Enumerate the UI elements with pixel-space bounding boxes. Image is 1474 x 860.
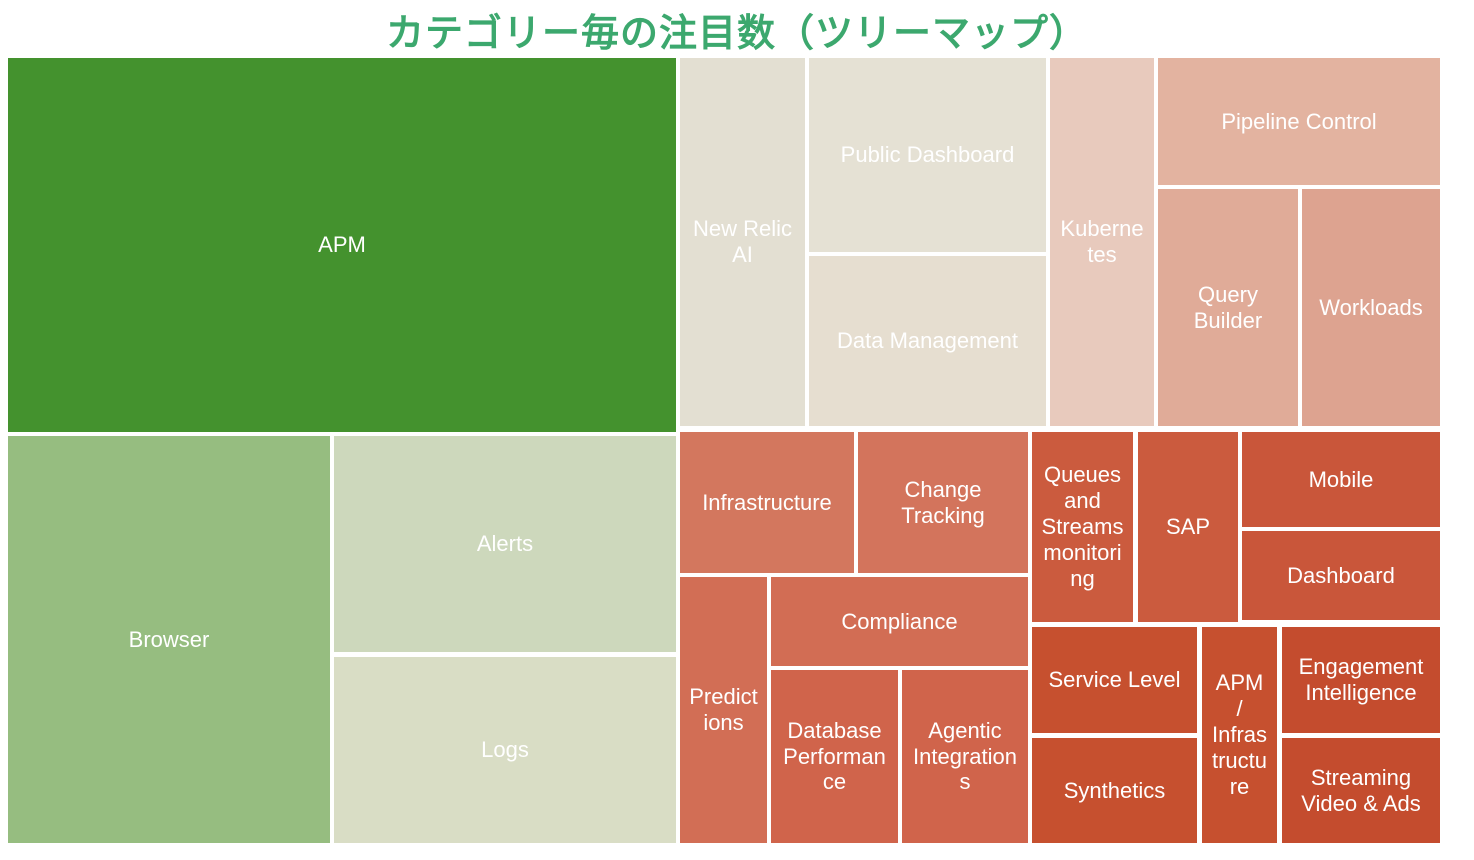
treemap-cell-label: Kubernetes	[1060, 216, 1144, 267]
treemap-cell-label: Pipeline Control	[1221, 108, 1377, 134]
treemap-cell-database-performance[interactable]: Database Performance	[771, 670, 898, 843]
treemap-cell-label: Data Management	[837, 328, 1018, 354]
treemap-cell-workloads[interactable]: Workloads	[1302, 189, 1440, 426]
treemap-cell-label: Engagement Intelligence	[1298, 654, 1424, 705]
treemap-cell-label: Query Builder	[1193, 281, 1263, 333]
treemap-cell-label: Predictions	[689, 684, 758, 735]
treemap-cell-label: APM	[318, 232, 366, 258]
treemap-cell-label: Workloads	[1319, 294, 1423, 320]
treemap-cell-apm-infrastructure[interactable]: APM / Infrastructure	[1202, 627, 1277, 843]
treemap-cell-label: Mobile	[1308, 466, 1374, 492]
treemap-cell-dashboard[interactable]: Dashboard	[1242, 531, 1440, 620]
treemap-cell-sap[interactable]: SAP	[1138, 432, 1238, 622]
treemap-cell-label: Logs	[481, 737, 529, 763]
treemap-cell-label: Browser	[128, 626, 210, 652]
treemap-cell-streaming-video-ads[interactable]: Streaming Video & Ads	[1282, 738, 1440, 843]
treemap-cell-label: Compliance	[841, 608, 958, 634]
treemap-cell-label: SAP	[1165, 514, 1211, 540]
treemap-cell-public-dashboard[interactable]: Public Dashboard	[809, 58, 1046, 252]
treemap-cell-predictions[interactable]: Predictions	[680, 577, 767, 843]
treemap-cell-label: Infrastructure	[702, 489, 832, 515]
treemap-cell-label: Service Level	[1048, 667, 1181, 693]
treemap-cell-label: Streaming Video & Ads	[1301, 764, 1421, 816]
treemap-cell-kubernetes[interactable]: Kubernetes	[1050, 58, 1154, 426]
treemap-cell-label: New Relic AI	[692, 216, 793, 267]
treemap-cell-queues-and-streams-monitoring[interactable]: Queues and Streams monitoring	[1032, 432, 1133, 622]
treemap-cell-apm[interactable]: APM	[8, 58, 676, 432]
treemap-cell-engagement-intelligence[interactable]: Engagement Intelligence	[1282, 627, 1440, 733]
treemap-cell-logs[interactable]: Logs	[334, 657, 676, 843]
treemap-cell-label: Agentic Integrations	[913, 717, 1017, 795]
treemap-cell-label: Database Performance	[783, 717, 886, 795]
treemap-cell-label: APM / Infrastructure	[1211, 670, 1268, 799]
treemap-cell-browser[interactable]: Browser	[8, 436, 330, 843]
treemap-cell-agentic-integrations[interactable]: Agentic Integrations	[902, 670, 1028, 843]
treemap-cell-infrastructure[interactable]: Infrastructure	[680, 432, 854, 573]
treemap-cell-label: Change Tracking	[901, 476, 985, 528]
treemap-cell-label: Alerts	[476, 531, 534, 557]
treemap-cell-compliance[interactable]: Compliance	[771, 577, 1028, 666]
treemap-cell-label: Dashboard	[1287, 562, 1395, 588]
treemap-cell-query-builder[interactable]: Query Builder	[1158, 189, 1298, 426]
treemap-cell-mobile[interactable]: Mobile	[1242, 432, 1440, 527]
treemap-cell-synthetics[interactable]: Synthetics	[1032, 738, 1197, 843]
treemap-cell-label: Synthetics	[1063, 777, 1166, 803]
treemap-cell-label: Public Dashboard	[840, 142, 1015, 168]
treemap-cell-new-relic-ai[interactable]: New Relic AI	[680, 58, 805, 426]
treemap-cell-service-level[interactable]: Service Level	[1032, 627, 1197, 733]
treemap-cell-pipeline-control[interactable]: Pipeline Control	[1158, 58, 1440, 185]
treemap-cell-label: Queues and Streams monitoring	[1041, 462, 1124, 591]
treemap-cell-alerts[interactable]: Alerts	[334, 436, 676, 652]
chart-title: カテゴリー毎の注目数（ツリーマップ）	[385, 13, 1088, 55]
treemap-cell-change-tracking[interactable]: Change Tracking	[858, 432, 1028, 573]
treemap-cell-data-management[interactable]: Data Management	[809, 256, 1046, 426]
